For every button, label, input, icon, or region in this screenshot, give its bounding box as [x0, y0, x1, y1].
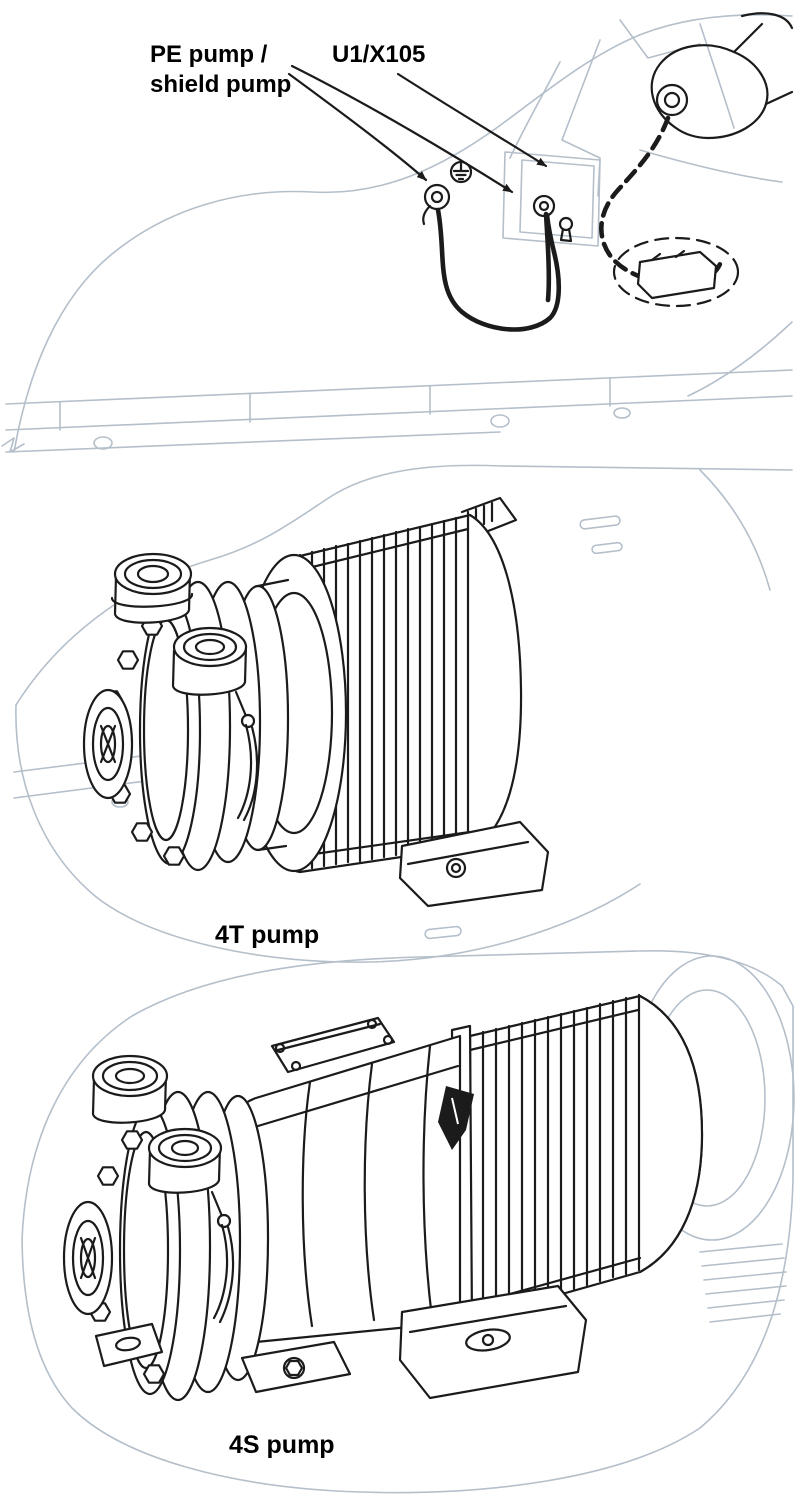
- hex-bolt: [120, 1130, 144, 1150]
- bleed-valve-4s: [210, 1190, 235, 1324]
- leader-u1-x105: [396, 72, 548, 168]
- connection-detail-view: [1, 12, 794, 453]
- discharge-port-4t: [171, 626, 248, 696]
- hex-bolt: [116, 650, 140, 670]
- machine-housing-outline: [1, 14, 793, 453]
- pump-4t-drawing: [82, 496, 550, 908]
- label-pe-shield-pump: PE pump / shield pump: [150, 40, 291, 100]
- pump-motor-connector: [650, 12, 794, 140]
- leader-shield-pump: [290, 64, 514, 194]
- nameplate-4s: [270, 1016, 396, 1074]
- hex-bolt: [96, 1166, 120, 1186]
- pe-ground-screw: [422, 160, 473, 226]
- label-u1-x105: U1/X105: [332, 41, 426, 68]
- label-4t-pump: 4T pump: [215, 921, 320, 949]
- pump-4s-drawing: [62, 993, 704, 1402]
- label-pe-pump-line2: shield pump: [150, 71, 292, 98]
- pump-head-4s: [62, 1054, 270, 1402]
- leader-lines: [287, 64, 548, 194]
- bleed-valve-4t: [234, 690, 259, 822]
- pump-head-4t: [82, 552, 290, 872]
- pe-cable: [435, 207, 562, 332]
- pump-4t-view: [13, 464, 793, 963]
- mounting-foot-4t: [398, 820, 550, 908]
- ground-symbol-icon: [449, 160, 473, 184]
- clamp-wedge-4s: [438, 1086, 474, 1150]
- hex-bolt: [142, 1364, 166, 1384]
- discharge-port-4s: [147, 1127, 223, 1194]
- mounting-feet-4s: [94, 1284, 588, 1400]
- hex-bolt: [162, 846, 186, 866]
- suction-port-4t: [110, 552, 194, 624]
- terminal-box: [612, 236, 740, 308]
- label-4s-pump: 4S pump: [229, 1431, 335, 1459]
- hex-bolt: [130, 822, 154, 842]
- suction-port-4s: [91, 1054, 169, 1124]
- leader-pe-pump: [287, 72, 428, 182]
- connector-plate-u1-x105: [519, 159, 595, 243]
- pump-4s-view: [21, 949, 795, 1494]
- label-pe-pump-line1: PE pump /: [150, 41, 268, 68]
